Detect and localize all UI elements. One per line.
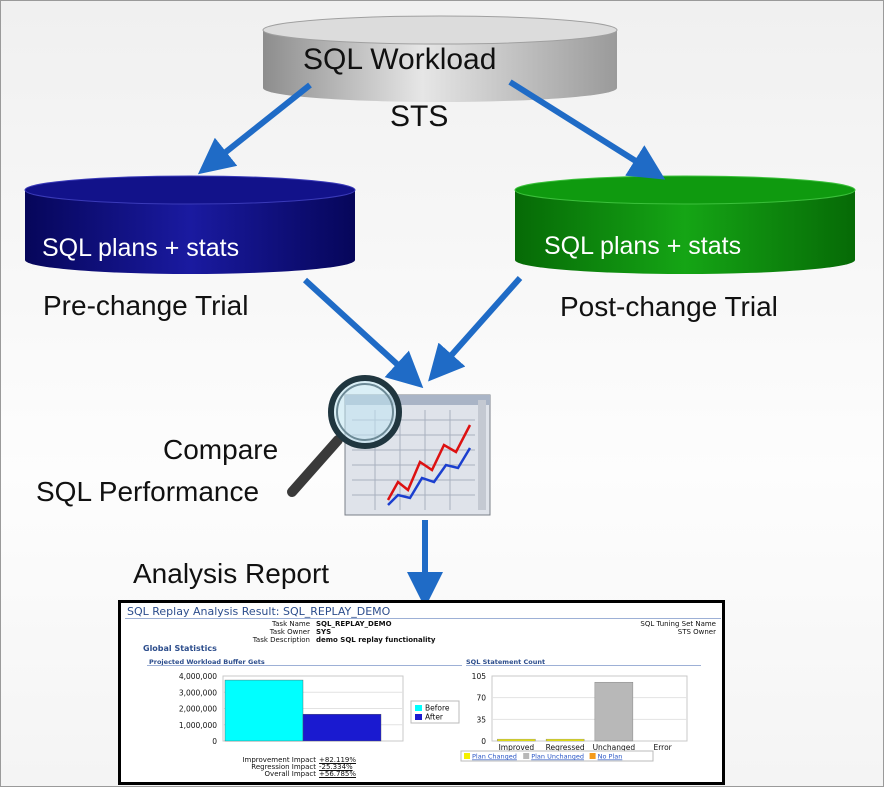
- analysis-report-thumbnail: SQL Replay Analysis Result: SQL_REPLAY_D…: [118, 600, 725, 785]
- overall-impact-label: Overall Impact: [264, 770, 316, 778]
- legend-box-buffer-gets: [410, 700, 460, 724]
- sql-performance-label: SQL Performance: [36, 476, 260, 507]
- task-owner-label: Task Owner: [269, 628, 310, 636]
- y-tick-label: 3,000,000: [179, 688, 217, 697]
- legend-label-plan-changed: Plan Changed: [472, 753, 517, 761]
- report-title-rule: [125, 618, 721, 619]
- legend-label-before: Before: [425, 704, 450, 713]
- y-tick-label: 1,000,000: [179, 721, 217, 730]
- task-name-value: SQL_REPLAY_DEMO: [316, 620, 392, 628]
- analysis-report-label: Analysis Report: [133, 558, 330, 589]
- sts-label: STS: [390, 100, 449, 133]
- legend-label-no-plan: No Plan: [598, 753, 623, 761]
- legend-label-plan-unchanged: Plan Unchanged: [531, 753, 584, 761]
- regression-impact-link[interactable]: -25.334%: [319, 763, 353, 771]
- x-tick-label: Regressed: [546, 743, 585, 752]
- overall-impact-link[interactable]: +56.785%: [319, 770, 357, 778]
- y-tick-label: 70: [476, 694, 486, 703]
- x-tick-label: Error: [653, 743, 672, 752]
- bar-after: [302, 713, 382, 742]
- plot-area-statement-count: [491, 675, 688, 742]
- task-owner-value: SYS: [316, 628, 332, 636]
- task-name-label: Task Name: [272, 620, 310, 628]
- x-tick-label: Improved: [499, 743, 535, 752]
- magnifier-chart-icon: [287, 375, 491, 516]
- improvement-impact-label: Improvement Impact: [242, 756, 316, 764]
- improvement-impact-link[interactable]: +82.119%: [319, 756, 357, 764]
- sql-workload-cylinder: [262, 15, 618, 102]
- regression-impact-label: Regression Impact: [251, 763, 316, 771]
- bar-before: [224, 679, 304, 742]
- bar-unchanged-plan-unchanged: [594, 681, 634, 742]
- legend-swatch-no-plan: [589, 753, 596, 759]
- global-statistics-heading: Global Statistics: [143, 644, 217, 653]
- report-title: SQL Replay Analysis Result: SQL_REPLAY_D…: [127, 605, 391, 618]
- statement-count-rule: [466, 665, 701, 666]
- post-cylinder-text: SQL plans + stats: [544, 232, 742, 260]
- compare-label: Compare: [163, 434, 279, 465]
- y-tick-label: 35: [476, 715, 486, 724]
- sts-owner-label: STS Owner: [677, 628, 716, 636]
- y-tick-label: 105: [472, 672, 487, 681]
- pre-cylinder-text: SQL plans + stats: [42, 234, 240, 262]
- legend-swatch-plan-unchanged: [523, 753, 530, 759]
- legend-box-statement-count: [460, 750, 654, 762]
- buffer-gets-chart-title: Projected Workload Buffer Gets: [149, 658, 265, 666]
- task-description-value: demo SQL replay functionality: [316, 636, 436, 644]
- report-charts: 4,000,000 3,000,000 2,000,000 1,000,000 0 Bef…: [179, 672, 688, 762]
- x-tick-label: Unchanged: [593, 743, 636, 752]
- arrow-workload-to-post: [508, 79, 666, 180]
- flow-arrows: [197, 79, 666, 608]
- bar-regressed-plan-changed: [545, 738, 585, 742]
- arrow-post-to-compare: [428, 276, 523, 382]
- legend-swatch-after: [415, 714, 422, 720]
- y-tick-label: 4,000,000: [179, 672, 217, 681]
- legend-swatch-plan-changed: [464, 753, 470, 759]
- pre-change-trial-label: Pre-change Trial: [43, 290, 249, 321]
- post-change-cylinder: [514, 175, 856, 274]
- pre-change-cylinder: [24, 175, 356, 274]
- sts-name-label: SQL Tuning Set Name: [640, 620, 716, 628]
- legend-swatch-before: [415, 705, 422, 711]
- y-tick-label: 0: [212, 737, 217, 746]
- y-tick-label: 2,000,000: [179, 705, 217, 714]
- bar-improved-plan-changed: [497, 738, 536, 742]
- workload-label: SQL Workload: [303, 43, 497, 76]
- legend-label-after: After: [425, 713, 444, 722]
- arrow-pre-to-compare: [302, 277, 424, 389]
- buffer-gets-rule: [147, 665, 462, 666]
- y-tick-label: 0: [481, 737, 486, 746]
- post-change-trial-label: Post-change Trial: [560, 291, 778, 322]
- task-description-label: Task Description: [252, 636, 310, 644]
- arrow-workload-to-pre: [197, 82, 312, 175]
- statement-count-chart-title: SQL Statement Count: [466, 658, 546, 666]
